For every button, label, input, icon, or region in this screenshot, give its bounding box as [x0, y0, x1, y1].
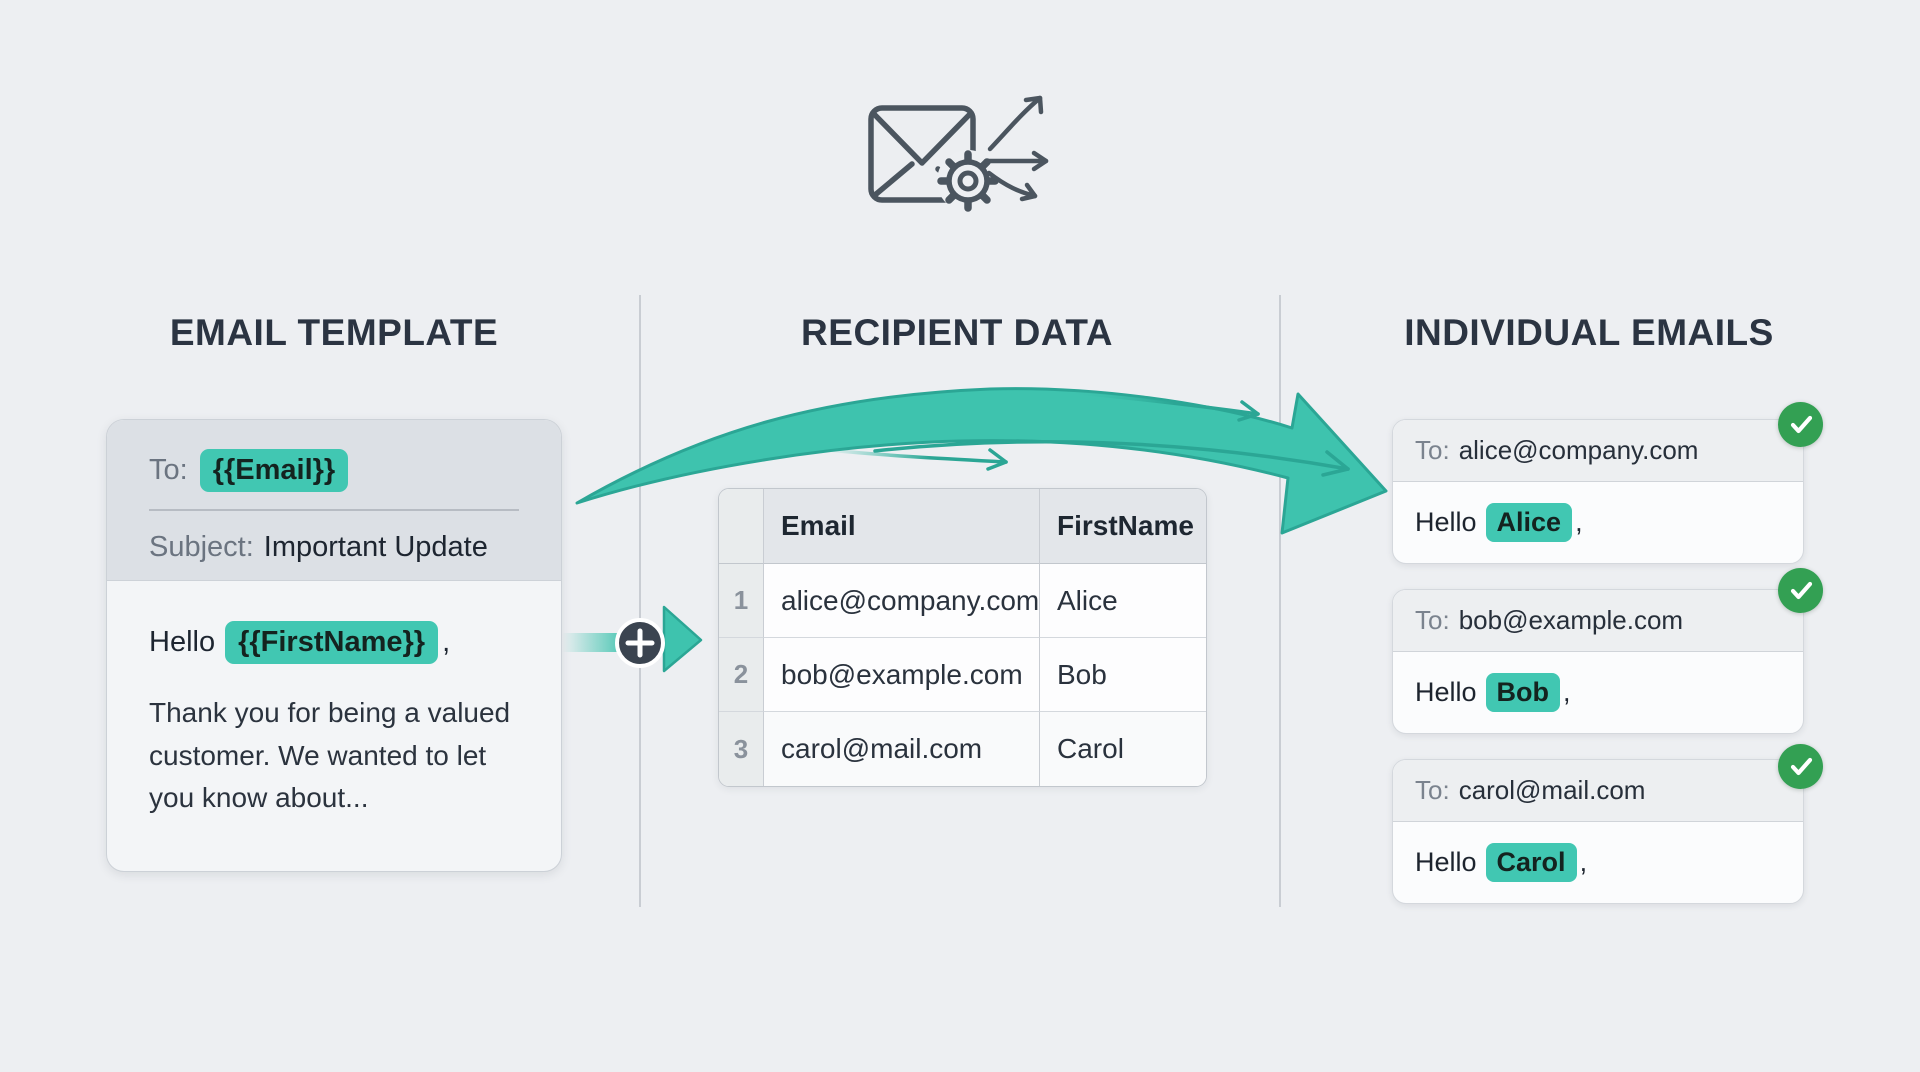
email-card-header: To: bob@example.com	[1393, 590, 1803, 652]
email-card-body: Hello Carol ,	[1393, 822, 1803, 903]
row-number: 1	[719, 564, 764, 638]
firstname-variable-chip: {{FirstName}}	[225, 621, 439, 664]
accent-arrow-top	[1066, 390, 1260, 422]
table-cell-firstname: Carol	[1040, 712, 1206, 786]
email-address: bob@example.com	[1458, 605, 1684, 635]
greeting-prefix: Hello	[149, 626, 216, 658]
table-header-email: Email	[764, 489, 1040, 564]
to-label: To:	[1415, 435, 1450, 465]
swoosh-body	[575, 387, 1388, 535]
email-template-card: To: {{Email}} Subject: Important Update H…	[106, 419, 562, 872]
column-title-individual-emails: INDIVIDUAL EMAILS	[1404, 312, 1774, 353]
column-title-recipient-data: RECIPIENT DATA	[801, 312, 1113, 353]
email-address: alice@company.com	[1458, 435, 1699, 465]
check-icon	[1790, 757, 1812, 775]
greeting-prefix: Hello	[1415, 677, 1477, 707]
column-title-email-template: EMAIL TEMPLATE	[169, 312, 499, 353]
status-badge	[1778, 744, 1823, 789]
merge-flow-arrow	[575, 387, 1388, 535]
email-variable-chip: {{Email}}	[199, 448, 349, 492]
to-label: To:	[1415, 775, 1450, 805]
table-cell-firstname: Bob	[1040, 638, 1206, 712]
template-to-row: To: {{Email}}	[149, 446, 519, 494]
email-address: carol@mail.com	[1458, 775, 1646, 805]
template-subject-row: Subject: Important Update	[149, 531, 519, 564]
gear-icon	[937, 150, 999, 212]
arrowhead-icon	[662, 605, 703, 673]
email-card-header: To: alice@company.com	[1393, 420, 1803, 482]
greeting-suffix: ,	[1579, 847, 1588, 877]
greeting-suffix: ,	[1575, 507, 1583, 537]
table-header-firstname: FirstName	[1040, 489, 1206, 564]
fan-out-arrows-icon	[983, 95, 1049, 202]
individual-email-card: To: bob@example.com Hello Bob ,	[1392, 589, 1804, 734]
swoosh-inner-arrow	[873, 440, 1350, 477]
subject-label: Subject:	[149, 530, 254, 563]
row-number: 3	[719, 712, 764, 786]
email-card-body: Hello Alice ,	[1393, 482, 1803, 563]
subject-value: Important Update	[263, 530, 488, 563]
merged-name-chip: Bob	[1485, 673, 1561, 712]
template-greeting: Hello {{FirstName}} ,	[149, 621, 519, 664]
email-card-header: To: carol@mail.com	[1393, 760, 1803, 822]
table-cell-email: bob@example.com	[764, 638, 1040, 712]
plus-icon	[625, 628, 655, 658]
template-card-header: To: {{Email}} Subject: Important Update	[107, 420, 561, 581]
individual-email-card: To: carol@mail.com Hello Carol ,	[1392, 759, 1804, 904]
individual-email-card: To: alice@company.com Hello Alice ,	[1392, 419, 1804, 564]
column-divider-left	[639, 295, 641, 907]
table-corner-cell	[719, 489, 764, 564]
greeting-prefix: Hello	[1415, 507, 1477, 537]
header-divider	[149, 509, 519, 511]
greeting-suffix: ,	[442, 626, 451, 658]
to-label: To:	[149, 453, 188, 486]
template-body-text: Thank you for being a valued customer. W…	[149, 697, 511, 814]
check-icon	[1790, 581, 1812, 599]
email-card-body: Hello Bob ,	[1393, 652, 1803, 733]
envelope-send-gear-icon	[868, 95, 1049, 212]
greeting-suffix: ,	[1563, 677, 1571, 707]
table-cell-firstname: Alice	[1040, 564, 1206, 638]
status-badge	[1778, 568, 1823, 613]
merged-name-chip: Carol	[1485, 843, 1577, 882]
row-number: 2	[719, 638, 764, 712]
check-icon	[1790, 415, 1812, 433]
table-cell-email: alice@company.com	[764, 564, 1040, 638]
merged-name-chip: Alice	[1485, 503, 1573, 542]
greeting-prefix: Hello	[1415, 847, 1477, 877]
template-card-body: Hello {{FirstName}} , Thank you for bein…	[107, 581, 561, 820]
merge-connector	[562, 605, 703, 673]
accent-arrow-bottom	[826, 448, 1008, 471]
recipient-data-table: Email FirstName 1 alice@company.com Alic…	[718, 488, 1207, 787]
table-cell-email: carol@mail.com	[764, 712, 1040, 786]
column-divider-right	[1279, 295, 1281, 907]
to-label: To:	[1415, 605, 1450, 635]
status-badge	[1778, 402, 1823, 447]
fade-band	[562, 633, 618, 652]
